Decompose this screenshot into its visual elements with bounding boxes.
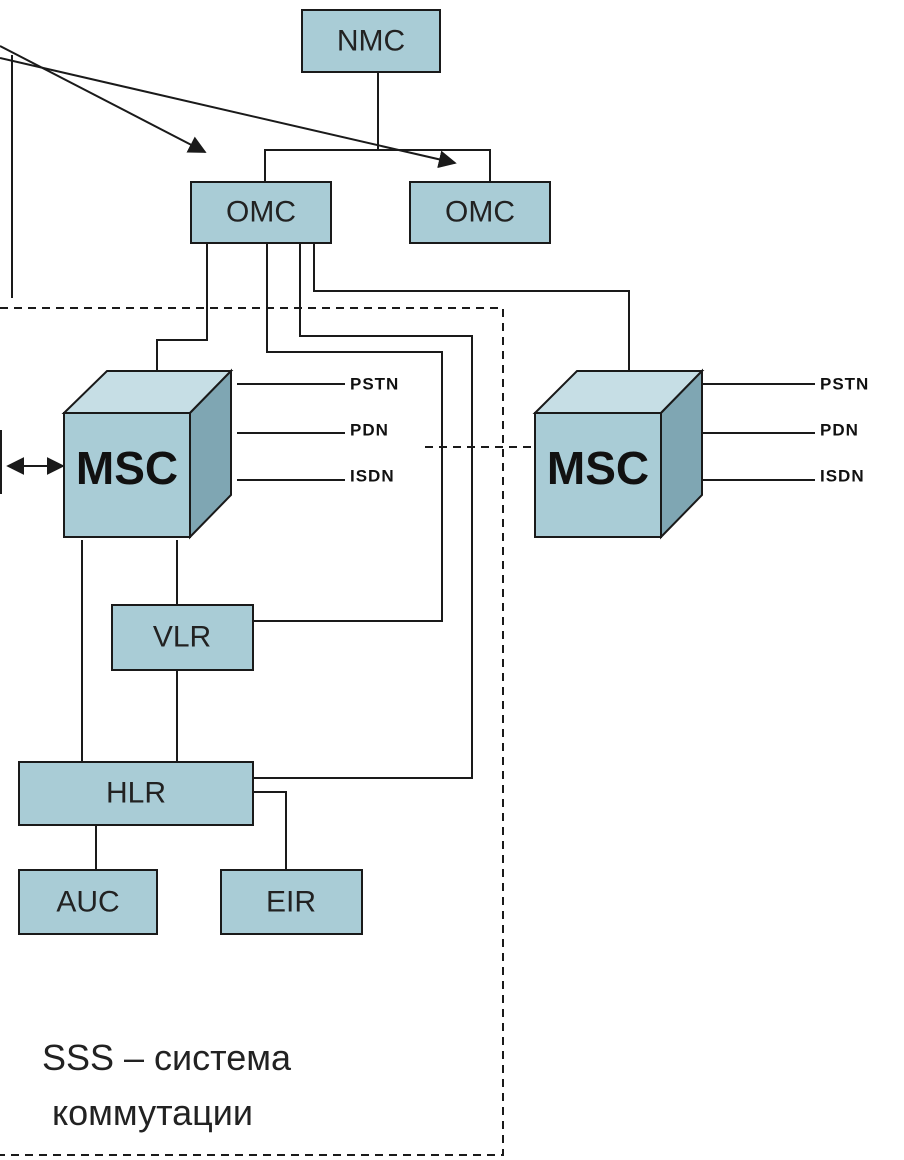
omc-right-label: OMC: [445, 196, 515, 229]
vlr-node: VLR: [111, 604, 254, 671]
auc-node: AUC: [18, 869, 158, 935]
nmc-label: NMC: [337, 25, 405, 58]
msc-right-label: MSC: [547, 442, 649, 494]
incoming-arrows: [0, 45, 457, 298]
msc-right-node: MSC: [532, 368, 705, 540]
caption: SSS – система коммутации: [42, 1037, 292, 1133]
vlr-label: VLR: [153, 621, 211, 654]
network-label-pstn: PSTN: [350, 375, 399, 394]
msc-left-node: MSC: [61, 368, 234, 540]
msc-right-networks: PSTN PDN ISDN: [820, 375, 869, 486]
sss-boundary: [0, 307, 535, 1156]
eir-node: EIR: [220, 869, 363, 935]
network-label-pstn: PSTN: [820, 375, 869, 394]
network-label-pdn: PDN: [820, 421, 859, 440]
msc-left-label: MSC: [76, 442, 178, 494]
eir-label: EIR: [266, 886, 316, 919]
connection-lines: [0, 72, 815, 870]
nmc-node: NMC: [301, 9, 441, 73]
omc-right-node: OMC: [409, 181, 551, 244]
caption-line-1: SSS – система: [42, 1037, 292, 1078]
omc-left-node: OMC: [190, 181, 332, 244]
network-label-isdn: ISDN: [820, 467, 865, 486]
hlr-label: HLR: [106, 777, 166, 810]
caption-line-2: коммутации: [52, 1092, 253, 1133]
auc-label: AUC: [56, 886, 119, 919]
network-label-isdn: ISDN: [350, 467, 395, 486]
omc-left-label: OMC: [226, 196, 296, 229]
network-label-pdn: PDN: [350, 421, 389, 440]
hlr-node: HLR: [18, 761, 254, 826]
msc-left-networks: PSTN PDN ISDN: [350, 375, 399, 486]
